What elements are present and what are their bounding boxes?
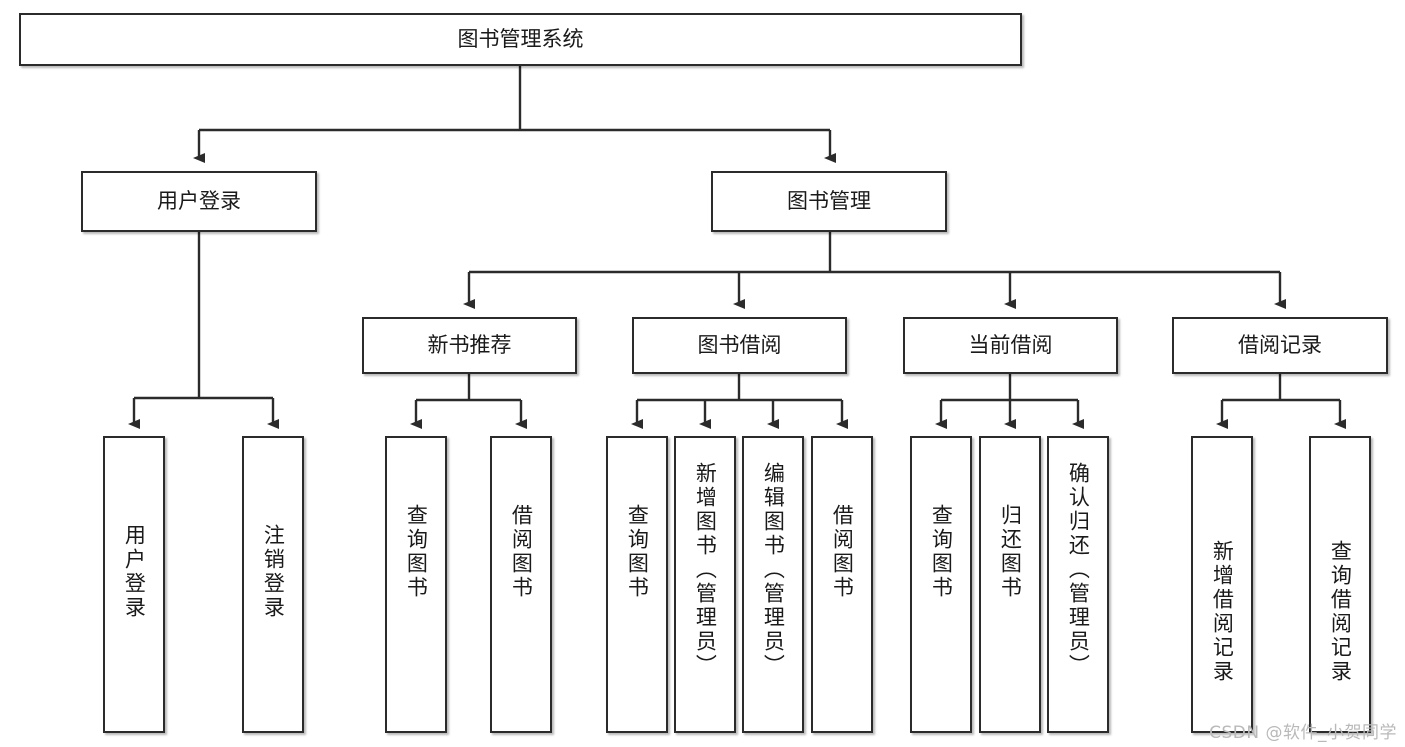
node-leaf-new-query-book[interactable]: 查询图书 (385, 436, 447, 733)
node-book-management[interactable]: 图书管理 (711, 171, 947, 232)
watermark: CSDN @软件_小贺同学 (1209, 723, 1397, 743)
node-leaf-label: 归还图书 (998, 504, 1023, 600)
node-leaf-borrow-edit-book[interactable]: 编辑图书（管理员） (742, 436, 804, 733)
node-leaf-label: 查询图书 (625, 504, 650, 600)
node-borrow-record[interactable]: 借阅记录 (1172, 317, 1388, 374)
node-leaf-label: 用户登录 (122, 524, 147, 620)
node-root-label: 图书管理系统 (457, 27, 584, 52)
node-new-book-recommend[interactable]: 新书推荐 (362, 317, 577, 374)
node-leaf-label: 查询图书 (929, 504, 954, 600)
node-leaf-label: 借阅图书 (830, 504, 855, 600)
node-user-login[interactable]: 用户登录 (81, 171, 317, 232)
node-current-borrow[interactable]: 当前借阅 (903, 317, 1118, 374)
node-leaf-label: 确认归还（管理员） (1066, 462, 1091, 678)
node-leaf-current-confirm-return[interactable]: 确认归还（管理员） (1047, 436, 1109, 733)
node-leaf-label: 新增借阅记录 (1210, 540, 1235, 684)
node-leaf-user-login-login[interactable]: 用户登录 (103, 436, 165, 733)
node-leaf-current-query-book[interactable]: 查询图书 (910, 436, 972, 733)
node-leaf-user-login-logout[interactable]: 注销登录 (242, 436, 304, 733)
node-leaf-current-return-book[interactable]: 归还图书 (979, 436, 1041, 733)
node-leaf-record-query-record[interactable]: 查询借阅记录 (1309, 436, 1371, 733)
node-leaf-record-add-record[interactable]: 新增借阅记录 (1191, 436, 1253, 733)
node-borrow-record-label: 借阅记录 (1238, 333, 1322, 358)
node-book-borrow-label: 图书借阅 (697, 333, 782, 358)
node-leaf-label: 查询借阅记录 (1328, 540, 1353, 684)
node-book-management-label: 图书管理 (787, 189, 871, 214)
node-leaf-new-borrow-book[interactable]: 借阅图书 (490, 436, 552, 733)
node-leaf-label: 编辑图书（管理员） (761, 462, 786, 678)
node-book-borrow[interactable]: 图书借阅 (632, 317, 847, 374)
node-root[interactable]: 图书管理系统 (19, 13, 1022, 66)
node-leaf-label: 注销登录 (261, 524, 286, 620)
node-current-borrow-label: 当前借阅 (968, 333, 1053, 358)
node-new-book-recommend-label: 新书推荐 (427, 333, 512, 358)
node-user-login-label: 用户登录 (157, 189, 241, 214)
node-leaf-borrow-add-book[interactable]: 新增图书（管理员） (674, 436, 736, 733)
node-leaf-label: 查询图书 (404, 504, 429, 600)
node-leaf-borrow-borrow-book[interactable]: 借阅图书 (811, 436, 873, 733)
node-leaf-borrow-query-book[interactable]: 查询图书 (606, 436, 668, 733)
node-leaf-label: 新增图书（管理员） (693, 462, 718, 678)
node-leaf-label: 借阅图书 (509, 504, 534, 600)
